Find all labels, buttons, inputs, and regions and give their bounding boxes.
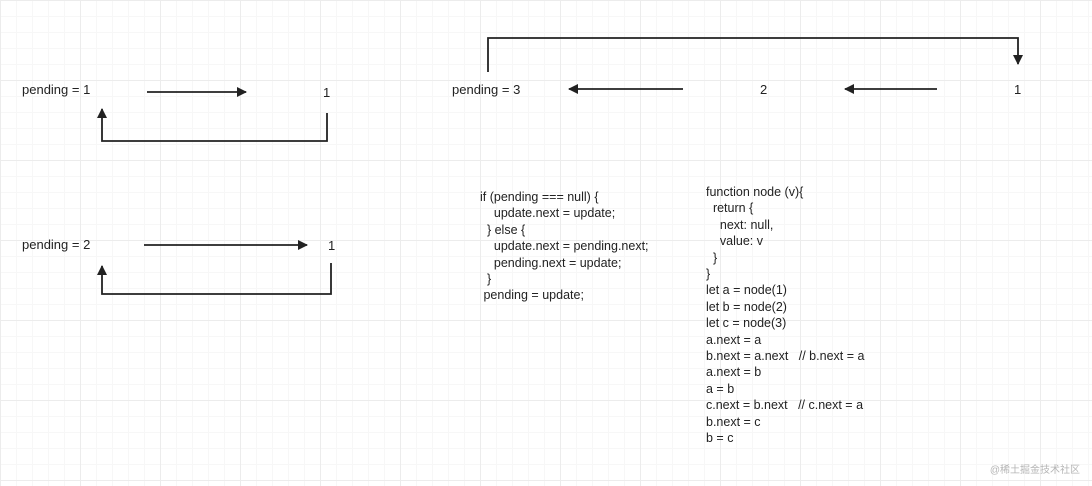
node-1-label: 1: [323, 85, 331, 100]
code-line: c.next = b.next // c.next = a: [706, 398, 864, 413]
arrow-p3-loop-to-1: [487, 37, 1023, 72]
node-1-label: 1: [1014, 82, 1022, 97]
code-line: a = b: [706, 381, 735, 396]
code-line: } else {: [480, 222, 526, 237]
pending-2-label: pending = 2: [22, 237, 91, 252]
code-line: a.next = a: [706, 332, 762, 347]
code-line: let c = node(3): [706, 316, 787, 331]
code-line: let a = node(1): [706, 283, 787, 298]
enqueue-code-block: if (pending === null) { update.next = up…: [480, 189, 649, 304]
code-line: value: v: [706, 234, 763, 249]
code-line: a.next = b: [706, 365, 762, 380]
code-line: pending.next = update;: [480, 255, 622, 270]
code-line: next: null,: [706, 217, 774, 232]
code-line: }: [706, 250, 718, 265]
code-line: }: [480, 272, 492, 287]
code-line: update.next = pending.next;: [480, 239, 649, 254]
code-line: return {: [706, 201, 754, 216]
code-line: }: [706, 267, 711, 282]
loop-1-to-p1: [97, 108, 328, 142]
linked-list-code-block: function node (v){ return { next: null, …: [706, 184, 864, 447]
code-line: function node (v){: [706, 185, 804, 199]
code-line: pending = update;: [480, 288, 584, 303]
code-line: b.next = a.next // b.next = a: [706, 349, 865, 364]
node-1-label: 1: [328, 238, 336, 253]
code-line: let b = node(2): [706, 299, 787, 314]
code-line: b = c: [706, 431, 734, 446]
code-line: b.next = c: [706, 414, 761, 429]
pending-3-label: pending = 3: [452, 82, 521, 97]
loop-1-to-p2: [97, 263, 332, 295]
code-line: update.next = update;: [480, 206, 616, 221]
code-line: if (pending === null) {: [480, 190, 599, 204]
watermark: @稀土掘金技术社区: [989, 465, 1080, 476]
pending-1-label: pending = 1: [22, 82, 91, 97]
node-2-label: 2: [760, 82, 768, 97]
